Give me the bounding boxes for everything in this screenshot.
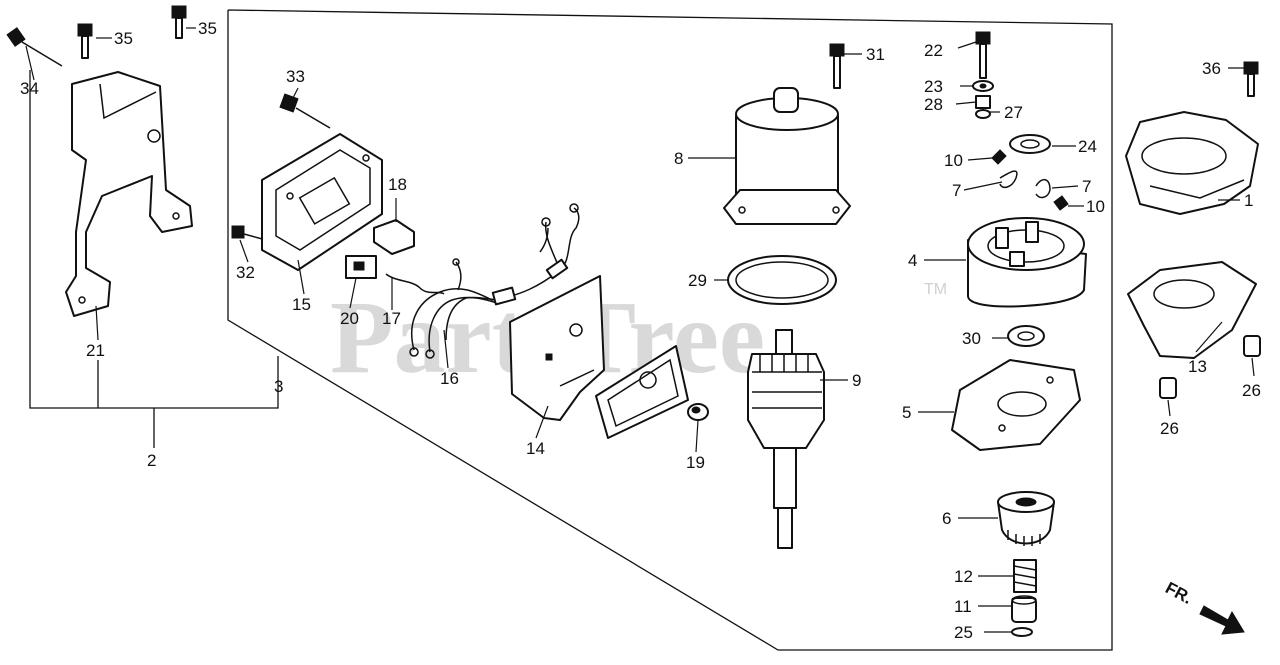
label-33: 33 <box>286 67 305 86</box>
part-14-gasket <box>595 345 689 439</box>
part-27-ring <box>975 109 991 119</box>
part-32-bolt <box>231 225 267 241</box>
part-35-bolt-left <box>77 23 93 59</box>
callout-labels: 1 2 3 4 5 6 7 7 8 9 10 10 11 12 13 14 15… <box>20 19 1261 642</box>
part-1-cover <box>1125 111 1259 215</box>
part-31-bolt <box>829 43 845 89</box>
label-27: 27 <box>1004 103 1023 122</box>
part-5-end-cover <box>951 359 1081 451</box>
label-10-left: 10 <box>944 151 963 170</box>
part-4-brush-holder <box>967 217 1087 308</box>
part-26-dowel-left <box>1159 377 1177 399</box>
part-10-nut-left <box>991 149 1007 165</box>
label-35-right: 35 <box>198 19 217 38</box>
watermark-trademark: TM <box>924 281 947 298</box>
part-9-armature <box>747 329 825 549</box>
label-18: 18 <box>388 175 407 194</box>
part-22-bolt <box>975 31 991 79</box>
label-25: 25 <box>954 623 973 642</box>
label-16: 16 <box>440 369 459 388</box>
front-direction-indicator: FR. <box>1162 578 1245 635</box>
label-26-right: 26 <box>1242 381 1261 400</box>
label-23: 23 <box>924 77 943 96</box>
part-10-nut-right <box>1053 195 1069 211</box>
part-14-control-unit <box>509 275 605 421</box>
label-7-right: 7 <box>1082 177 1091 196</box>
part-21-bracket <box>65 71 193 317</box>
label-31: 31 <box>866 45 885 64</box>
label-24: 24 <box>1078 137 1097 156</box>
part-20-connector <box>345 255 377 279</box>
label-30: 30 <box>962 329 981 348</box>
label-4: 4 <box>908 251 917 270</box>
label-34: 34 <box>20 79 39 98</box>
label-15: 15 <box>292 295 311 314</box>
label-36: 36 <box>1202 59 1221 78</box>
label-1: 1 <box>1244 191 1253 210</box>
label-6: 6 <box>942 509 951 528</box>
label-28: 28 <box>924 95 943 114</box>
label-32: 32 <box>236 263 255 282</box>
label-8: 8 <box>674 149 683 168</box>
part-35-bolt-right <box>171 5 187 39</box>
part-28-bushing <box>975 95 991 109</box>
label-10-right: 10 <box>1086 197 1105 216</box>
label-29: 29 <box>688 271 707 290</box>
leader-lines <box>25 27 1255 633</box>
part-16-harness <box>409 203 580 359</box>
part-6-pinion <box>997 491 1055 546</box>
label-19: 19 <box>686 453 705 472</box>
part-30-seal <box>1007 325 1045 347</box>
label-2: 2 <box>147 451 156 470</box>
part-7-spring-left <box>999 170 1018 189</box>
part-15-housing <box>261 133 383 271</box>
label-17: 17 <box>382 309 401 328</box>
label-13: 13 <box>1188 357 1207 376</box>
part-25-ring <box>1011 627 1033 637</box>
label-22: 22 <box>924 41 943 60</box>
part-7-spring-right <box>1035 178 1051 199</box>
part-34-bolt <box>6 27 63 67</box>
part-36-bolt <box>1243 61 1259 97</box>
label-9: 9 <box>852 371 861 390</box>
part-8-motor-yoke <box>723 87 851 225</box>
part-18-component <box>373 219 415 255</box>
label-3: 3 <box>274 377 283 396</box>
part-13-gasket <box>1127 261 1257 359</box>
label-14: 14 <box>526 439 545 458</box>
assembly-frame <box>227 9 1113 651</box>
label-26-left: 26 <box>1160 419 1179 438</box>
part-33-bolt <box>279 93 331 129</box>
part-26-dowel-right <box>1243 335 1261 357</box>
part-11-collar <box>1011 595 1037 623</box>
label-12: 12 <box>954 567 973 586</box>
part-29-o-ring <box>727 255 837 305</box>
part-19-grommet <box>687 403 709 421</box>
label-5: 5 <box>902 403 911 422</box>
label-35-left: 35 <box>114 29 133 48</box>
label-21: 21 <box>86 341 105 360</box>
label-20: 20 <box>340 309 359 328</box>
label-7-left: 7 <box>952 181 961 200</box>
part-23-washer <box>972 80 994 92</box>
part-24-washer <box>1009 134 1051 154</box>
front-arrow-icon <box>1199 605 1245 635</box>
part-12-spring <box>1013 559 1037 593</box>
label-11: 11 <box>954 597 972 616</box>
front-direction-label: FR. <box>1162 578 1195 608</box>
